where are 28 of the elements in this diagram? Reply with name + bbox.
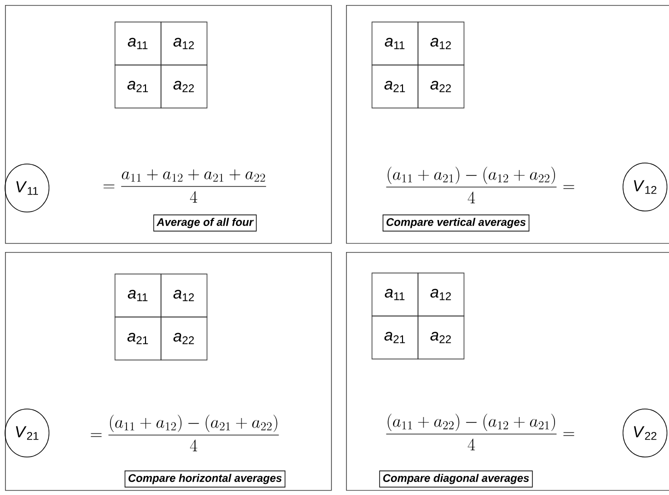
matrix-cell: a$_{12}$ [160, 274, 208, 318]
matrix-cell: a$_{12}$ [160, 22, 208, 66]
matrix-cell: a$_{21}$ [114, 316, 162, 360]
matrix-cell: a$_{11}$ [114, 274, 162, 318]
matrix-cell: a$_{11}$ [372, 22, 418, 66]
formula: $\dfrac{(a_{11}+a_{21})-(a_{12}+a_{22})}{4} =$ [386, 166, 574, 204]
matrix-cell: a$_{12}$ [418, 22, 464, 66]
formula: $= \dfrac{(a_{11}+a_{12})-(a_{21}+a_{22})}{4}$ [90, 414, 279, 452]
panel-frame [5, 252, 332, 491]
caption-box: Compare vertical averages [382, 214, 530, 232]
matrix-cell: a$_{22}$ [418, 316, 464, 360]
formula: $\dfrac{(a_{11}+a_{22})-(a_{12}+a_{21})}{4} =$ [386, 414, 574, 450]
matrix-cell: a$_{21}$ [372, 316, 418, 360]
panel-frame [5, 5, 332, 244]
panel-frame [346, 252, 669, 491]
caption-box: Average of all four [153, 214, 257, 232]
panel-frame [346, 5, 669, 244]
matrix-cell: a$_{11}$ [114, 22, 162, 66]
matrix-cell: a$_{22}$ [160, 316, 208, 360]
matrix-cell: a$_{22}$ [160, 64, 208, 108]
caption-box: Compare horizontal averages [124, 470, 286, 488]
matrix-cell: a$_{11}$ [372, 272, 418, 316]
formula: $= \dfrac{a_{11}+a_{12}+a_{21}+a_{22}}{4}$ [104, 169, 266, 203]
matrix-cell: a$_{21}$ [372, 64, 418, 108]
matrix-cell: a$_{12}$ [418, 272, 464, 316]
matrix-cell: a$_{21}$ [114, 64, 162, 108]
matrix-cell: a$_{22}$ [418, 64, 464, 108]
caption-box: Compare diagonal averages [379, 470, 533, 488]
